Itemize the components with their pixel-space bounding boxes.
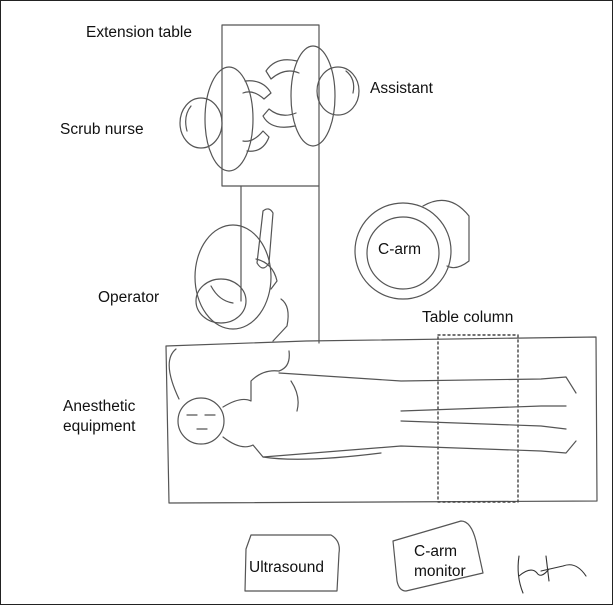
anesthetic-line-shape xyxy=(169,349,179,399)
table-column-shape xyxy=(438,335,518,502)
anesthetic-equipment-label-line1: Anesthetic xyxy=(63,398,135,416)
scrub-nurse-label: Scrub nurse xyxy=(60,121,144,139)
assistant-label: Assistant xyxy=(370,80,433,98)
table-column-label: Table column xyxy=(422,309,513,327)
patient-figure-shape xyxy=(178,351,576,459)
extension-arm-shape xyxy=(241,186,319,343)
anesthetic-equipment-label-line2: equipment xyxy=(63,418,135,436)
operator-label: Operator xyxy=(98,289,159,307)
c-arm-monitor-label-line2: monitor xyxy=(414,563,466,581)
c-arm-monitor-label-line1: C-arm xyxy=(414,543,457,561)
extension-table-label: Extension table xyxy=(86,24,192,42)
c-arm-label: C-arm xyxy=(378,241,421,259)
assistant-figure-shape xyxy=(263,46,359,146)
scrub-nurse-figure-shape xyxy=(180,67,271,171)
operating-table-shape xyxy=(166,337,597,503)
signature-shape xyxy=(518,556,586,593)
ultrasound-label: Ultrasound xyxy=(249,559,324,577)
